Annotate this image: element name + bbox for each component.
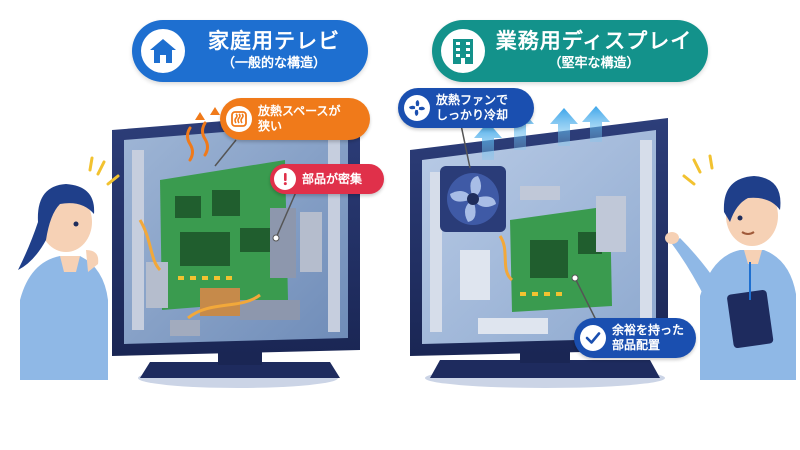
callout-fan-cooling-text: 放熱ファンで しっかり冷却 [436,93,509,122]
home-tv-illustration [112,107,360,388]
callout-narrow-heat-space: 放熱スペースが 狭い [220,98,370,140]
man-figure [665,154,796,380]
callout-roomy-layout: 余裕を持った 部品配置 [574,318,696,358]
pro-display-header: 業務用ディスプレイ （堅牢な構造） [432,20,708,82]
building-icon [441,29,485,73]
house-icon [141,29,185,73]
home-tv-subtitle: （一般的な構造） [221,56,326,71]
warning-icon [274,168,296,190]
fan-icon [404,95,430,121]
heat-icon [226,106,252,132]
callout-dense-components: 部品が密集 [270,164,384,194]
pro-display-illustration [410,106,668,388]
callout-dense-components-text: 部品が密集 [302,171,363,186]
callout-narrow-heat-space-text: 放熱スペースが 狭い [258,104,341,133]
check-icon [580,325,606,351]
pro-display-title: 業務用ディスプレイ [495,29,693,53]
callout-roomy-layout-text: 余裕を持った 部品配置 [612,323,685,352]
callout-fan-cooling: 放熱ファンで しっかり冷却 [398,88,534,128]
woman-figure [18,156,120,380]
home-tv-header: 家庭用テレビ （一般的な構造） [132,20,368,82]
home-tv-title: 家庭用テレビ [208,29,340,53]
pro-display-subtitle: （堅牢な構造） [548,56,640,71]
